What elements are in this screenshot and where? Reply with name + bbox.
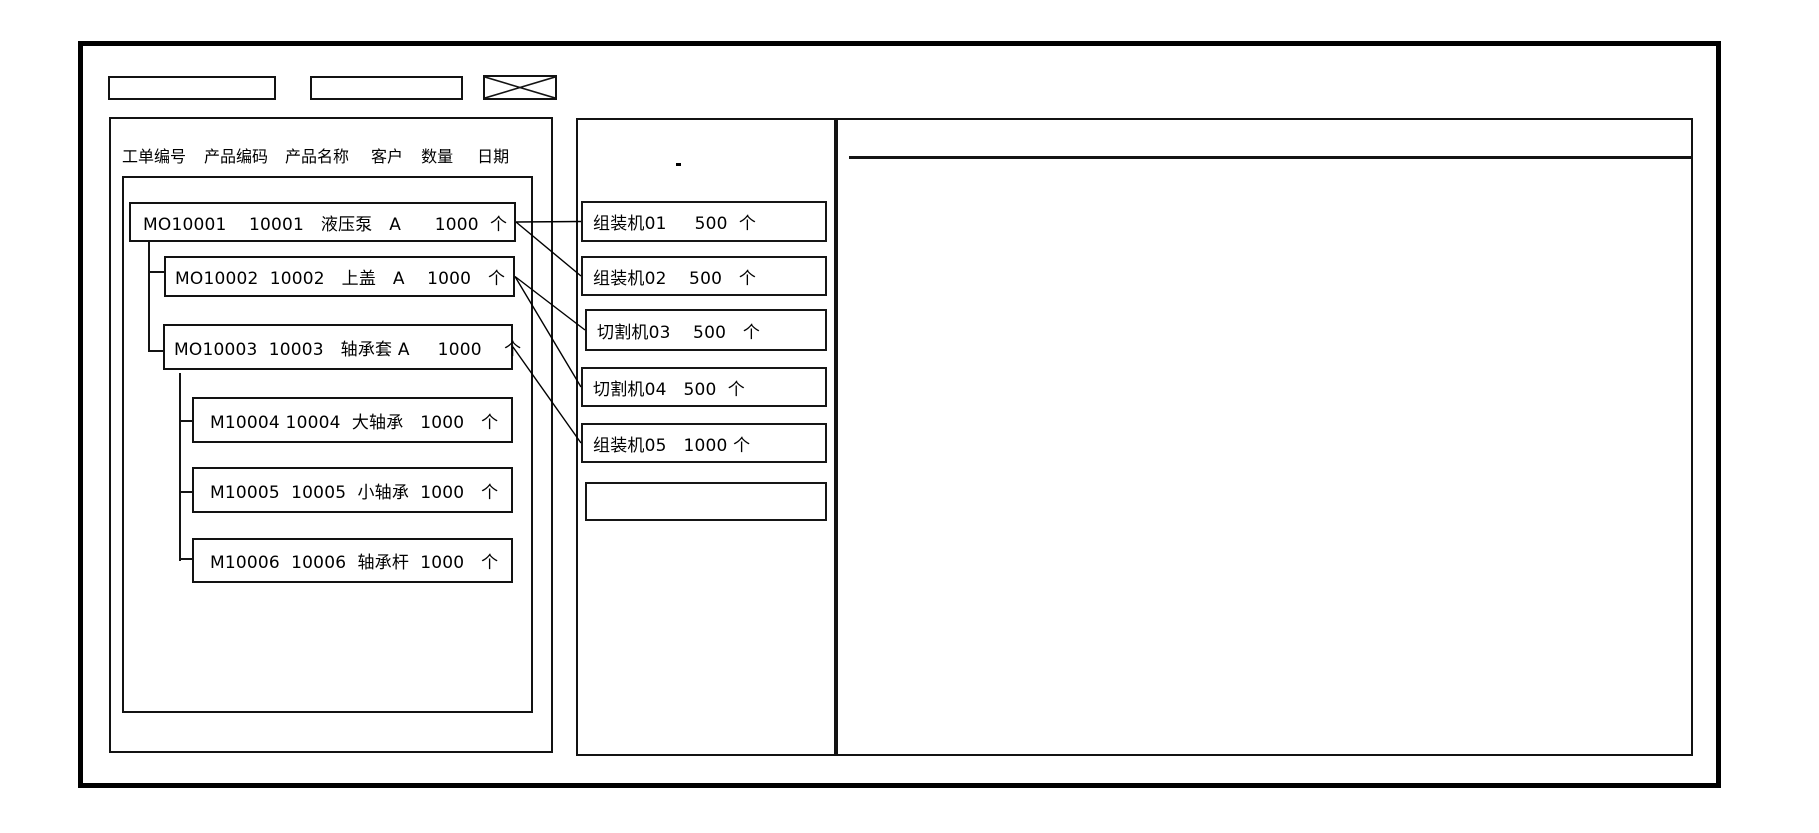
- detail-panel: [836, 118, 1693, 756]
- machine-box-04[interactable]: 切割机04 500 个: [581, 367, 827, 407]
- tree-connector-vertical-1: [148, 242, 150, 352]
- col-header-quantity: 数量: [421, 147, 454, 166]
- tree-connector-stub-mo10002: [148, 271, 164, 273]
- tree-connector-stub-mo10003: [148, 350, 163, 352]
- crossed-box-icon[interactable]: [483, 75, 557, 100]
- machine-box-01[interactable]: 组装机01 500 个: [581, 201, 827, 242]
- tree-connector-stub-m10006: [179, 558, 192, 560]
- work-order-node-m10005[interactable]: M10005 10005 小轴承 1000 个: [192, 467, 513, 513]
- toolbar-field-2[interactable]: [310, 76, 463, 100]
- work-order-node-mo10001[interactable]: MO10001 10001 液压泵 A 1000 个: [129, 202, 516, 242]
- col-header-work-order-no: 工单编号: [122, 147, 187, 166]
- machine-box-05[interactable]: 组装机05 1000 个: [581, 423, 827, 463]
- machine-box-empty[interactable]: [585, 482, 827, 521]
- stray-dash-mark: [676, 163, 681, 166]
- machine-box-03[interactable]: 切割机03 500 个: [585, 309, 827, 351]
- col-header-product-code: 产品编码: [204, 147, 269, 166]
- work-orders-header: 工单编号 产品编码 产品名称 客户 数量 日期: [122, 145, 510, 166]
- tree-connector-stub-m10004: [179, 420, 192, 422]
- toolbar-field-1[interactable]: [108, 76, 276, 100]
- work-order-node-m10004[interactable]: M10004 10004 大轴承 1000 个: [192, 397, 513, 443]
- col-header-product-name: 产品名称: [285, 147, 350, 166]
- col-header-date: 日期: [477, 147, 510, 166]
- machine-box-02[interactable]: 组装机02 500 个: [581, 256, 827, 296]
- work-order-node-mo10002[interactable]: MO10002 10002 上盖 A 1000 个: [164, 256, 515, 297]
- detail-header-divider: [849, 156, 1692, 159]
- detail-panel-header: [849, 126, 1679, 152]
- work-order-node-m10006[interactable]: M10006 10006 轴承杆 1000 个: [192, 538, 513, 583]
- work-order-node-mo10003[interactable]: MO10003 10003 轴承套 A 1000 个: [163, 324, 521, 370]
- col-header-customer: 客户: [371, 147, 404, 166]
- x-glyph: [484, 76, 556, 99]
- tree-connector-stub-m10005: [179, 491, 192, 493]
- tree-connector-vertical-2: [179, 373, 181, 561]
